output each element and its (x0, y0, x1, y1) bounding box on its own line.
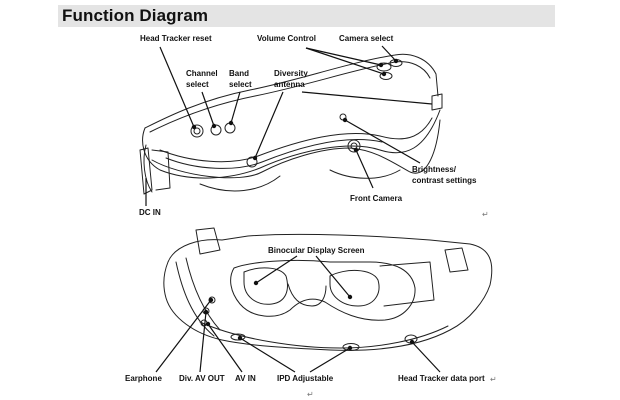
label-head-tracker-reset: Head Tracker reset (140, 34, 212, 43)
label-earphone: Earphone (125, 374, 162, 383)
leader-head-tracker-reset (159, 46, 195, 128)
label-front-camera: Front Camera (350, 194, 403, 203)
paragraph-mark: ↵ (490, 375, 497, 384)
label-binocular-display: Binocular Display Screen (268, 246, 365, 255)
label-dc-in: DC IN (139, 208, 161, 217)
leader-binocular-right (315, 255, 351, 298)
label-head-tracker-port: Head Tracker data port (398, 374, 485, 383)
leader-brightness (344, 119, 421, 164)
label-channel-select-line1: Channel (186, 69, 218, 78)
leader-band-select (230, 91, 241, 124)
label-ipd-adjustable: IPD Adjustable (277, 374, 334, 383)
leader-ipd-a (239, 337, 296, 373)
label-volume-control: Volume Control (257, 34, 316, 43)
leader-diversity-antenna-2 (301, 91, 433, 105)
label-diversity-antenna-line2: antenna (274, 80, 305, 89)
label-brightness-line1: Brightness/ (412, 165, 457, 174)
paragraph-mark: ↵ (307, 390, 314, 399)
leader-camera-select (381, 45, 397, 62)
label-diversity-antenna-line1: Diversity (274, 69, 308, 78)
label-camera-select: Camera select (339, 34, 394, 43)
label-channel-select-line2: select (186, 80, 209, 89)
leader-earphone (155, 299, 212, 373)
paragraph-mark: ↵ (482, 210, 489, 219)
leader-volume-control-a (305, 47, 382, 66)
leader-volume-control-b (305, 47, 385, 75)
label-div-av-out: Div. AV OUT (179, 374, 225, 383)
leader-front-camera (355, 149, 374, 189)
leader-av-in (207, 323, 243, 373)
label-band-select-line2: select (229, 80, 252, 89)
leader-ipd-b (309, 347, 351, 373)
leader-diversity-antenna (254, 91, 284, 159)
page-title: Function Diagram (62, 6, 209, 25)
leader-binocular-left (255, 255, 298, 284)
section-header: Function Diagram (58, 5, 555, 27)
label-brightness-line2: contrast settings (412, 176, 477, 185)
leader-head-tracker-port (411, 341, 441, 373)
leader-div-av-out (199, 311, 207, 373)
label-band-select-line1: Band (229, 69, 249, 78)
label-av-in: AV IN (235, 374, 256, 383)
leader-channel-select (201, 91, 215, 127)
